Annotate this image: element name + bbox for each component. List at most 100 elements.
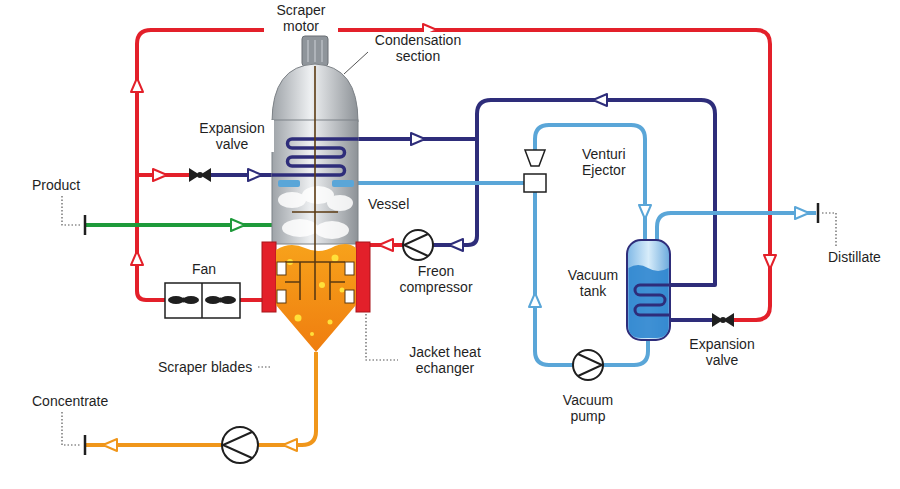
leader-line <box>822 213 836 246</box>
evaporator-vessel <box>314 66 316 300</box>
evaporator-vessel <box>277 262 354 303</box>
flow-arrow <box>529 293 541 307</box>
expansion-valve <box>720 317 726 323</box>
leader-line <box>62 196 836 445</box>
part-label: Expansion valve <box>190 120 274 152</box>
flow-arrow <box>131 251 143 265</box>
evaporator-vessel <box>319 282 325 288</box>
flow-arrow <box>593 94 607 106</box>
evaporator-vessel <box>295 315 302 322</box>
evaporator-vessel <box>277 290 286 303</box>
flow-arrow <box>795 207 809 219</box>
leader-line <box>366 314 398 360</box>
vacuum-tank <box>627 240 670 340</box>
vacuum-tank <box>627 240 670 340</box>
cold-refrigerant-pipe <box>670 318 713 322</box>
evaporator-vessel <box>332 255 339 262</box>
hot-refrigerant-pipe <box>137 30 770 320</box>
flow-arrow <box>103 439 117 451</box>
evaporator-vessel <box>278 180 354 187</box>
pipe-terminal <box>85 203 818 455</box>
evaporator-vessel <box>321 40 323 62</box>
evaporator-vessel <box>276 244 356 352</box>
pipe-terminal <box>817 203 820 223</box>
pipe-terminal <box>84 435 87 455</box>
part-label: Expansion valve <box>680 336 764 368</box>
evaporator-vessel <box>285 66 345 300</box>
terminal-label: Distillate <box>826 249 883 265</box>
fan-unit <box>201 283 203 318</box>
evaporator-vessel <box>315 221 349 239</box>
vacuum-pipe <box>358 125 816 365</box>
part-label: Vacuum pump <box>556 392 620 424</box>
evaporator-vessel <box>302 36 328 66</box>
part-label: Vacuum tank <box>562 267 624 299</box>
evaporator-vessel <box>282 219 318 237</box>
evaporator-vessel <box>356 242 370 312</box>
pump-symbol <box>222 230 603 463</box>
part-label: Scraper blades <box>156 359 254 375</box>
flow-arrow <box>283 439 297 451</box>
pump-symbol <box>404 234 428 256</box>
evaporator-vessel <box>262 36 370 352</box>
evaporator-vessel <box>277 262 286 275</box>
cold-refrigerant-pipe <box>433 100 715 285</box>
flow-arrow <box>639 205 651 219</box>
part-label: Scraper motor <box>264 2 338 34</box>
fan-unit <box>165 283 240 318</box>
flow-arrow <box>231 219 245 231</box>
flow-arrow <box>411 133 425 145</box>
fan-unit <box>168 296 236 304</box>
evaporator-vessel <box>262 242 276 312</box>
part-label: Jacket heat echanger <box>400 344 490 376</box>
leader-line <box>344 52 368 74</box>
evaporator-vessel <box>340 288 345 293</box>
evaporator-vessel <box>278 180 300 187</box>
pump-symbol <box>222 427 258 463</box>
leader-line <box>62 196 80 225</box>
pump-symbol <box>403 230 433 260</box>
concentrate-pipe <box>85 352 316 445</box>
part-label: Fan <box>190 261 218 277</box>
evaporator-vessel <box>310 332 314 336</box>
hot-refrigerant-pipe <box>137 30 770 320</box>
terminal-label: Concentrate <box>30 393 110 409</box>
leader-line <box>62 412 80 445</box>
part-label: Venturi Ejector <box>580 146 642 178</box>
hot-refrigerant-pipe <box>240 298 262 302</box>
part-label: Freon compressor <box>394 263 478 295</box>
vacuum-tank <box>629 265 669 338</box>
vacuum-tank <box>635 285 670 315</box>
flow-arrow <box>248 169 262 181</box>
fan-unit <box>218 298 223 303</box>
evaporator-vessel <box>345 262 354 275</box>
vacuum-pipe <box>603 338 648 365</box>
evaporator-vessel <box>307 40 309 62</box>
leader-line <box>258 366 272 367</box>
evaporator-vessel <box>345 290 354 303</box>
flow-arrow <box>103 24 809 451</box>
flow-arrow <box>764 255 776 269</box>
venturi-ejector <box>524 174 546 192</box>
evaporator-vessel <box>328 320 333 325</box>
evaporator-vessel <box>314 40 316 62</box>
venturi-ejector <box>525 150 545 166</box>
part-label: Vessel <box>366 196 411 212</box>
fan-unit <box>165 283 240 318</box>
part-label: Condensation section <box>368 32 468 64</box>
flow-arrow <box>153 169 167 181</box>
pipe-terminal <box>84 215 87 235</box>
terminal-label: Product <box>30 177 82 193</box>
pump-symbol <box>223 432 252 458</box>
evaporator-vessel <box>285 262 345 300</box>
expansion-valve <box>197 172 203 178</box>
vacuum-pipe <box>535 125 645 243</box>
evaporator-vessel <box>327 195 353 211</box>
venturi-ejector <box>524 150 546 192</box>
fan-unit <box>181 298 186 303</box>
flow-arrow <box>131 78 143 92</box>
vacuum-pipe <box>657 213 816 243</box>
evaporator-vessel <box>278 192 306 208</box>
